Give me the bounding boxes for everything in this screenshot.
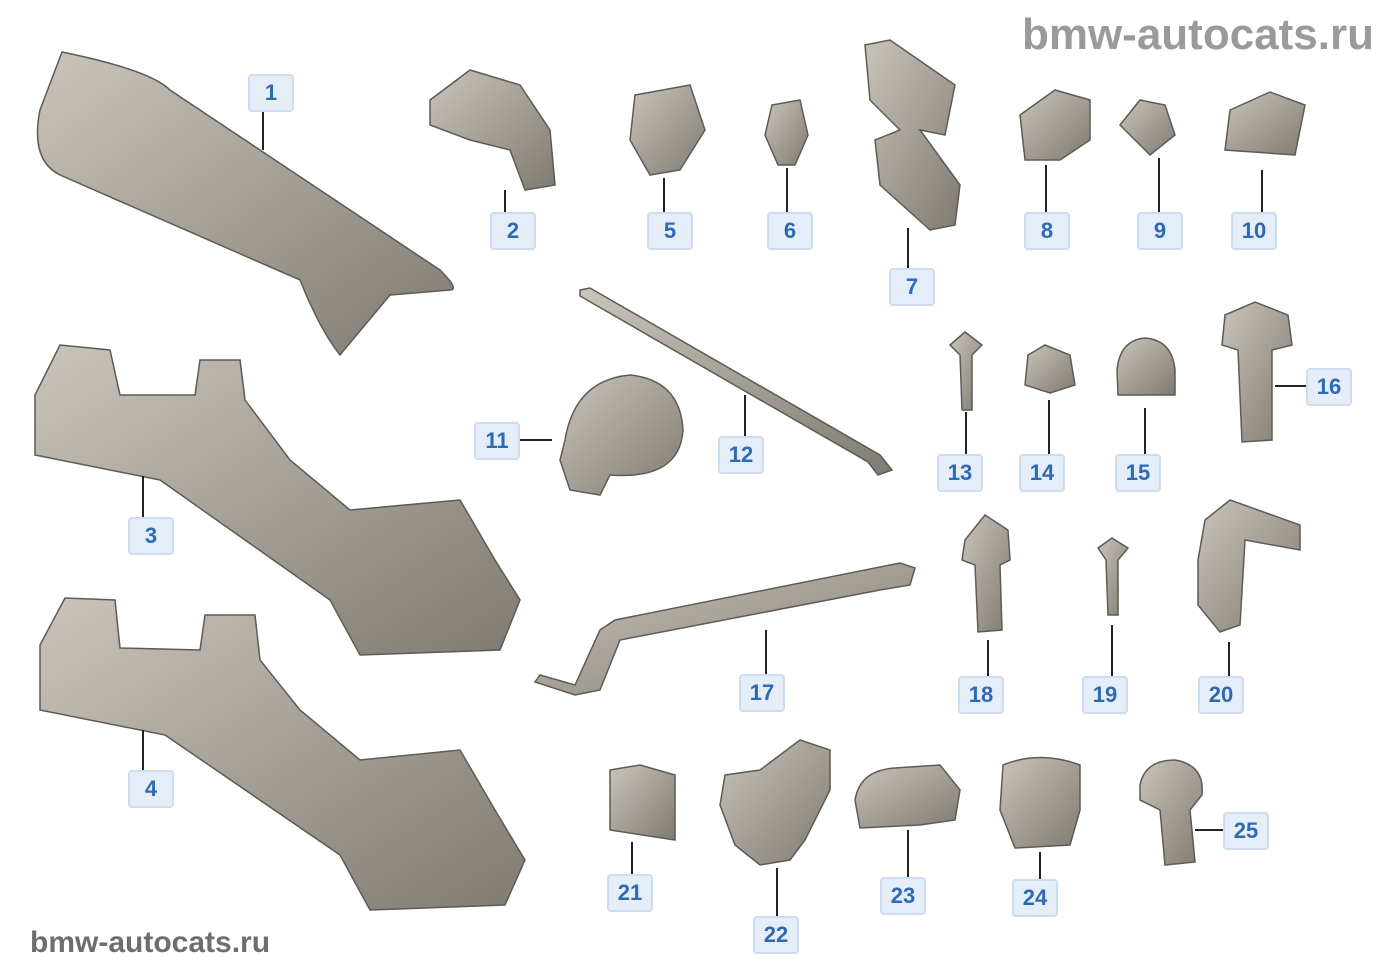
callout-6[interactable]: 6 (767, 212, 813, 250)
callout-4[interactable]: 4 (128, 770, 174, 808)
part-6-rivet (764, 99, 809, 166)
callout-15[interactable]: 15 (1115, 454, 1161, 492)
part-24-nut (999, 756, 1081, 849)
part-22-clip (719, 739, 831, 866)
part-16-bolt (1221, 301, 1293, 443)
part-5-clip (629, 84, 706, 176)
part-17-strap (533, 562, 916, 696)
callout-2[interactable]: 2 (490, 212, 536, 250)
part-9-clip (1118, 99, 1176, 157)
callout-9[interactable]: 9 (1137, 212, 1183, 250)
callout-10[interactable]: 10 (1231, 212, 1277, 250)
part-2-clip (429, 69, 556, 191)
part-14-nut (1024, 344, 1076, 394)
callout-3[interactable]: 3 (128, 517, 174, 555)
callout-22[interactable]: 22 (753, 916, 799, 954)
part-11-clamp (559, 374, 684, 496)
callout-19[interactable]: 19 (1082, 676, 1128, 714)
part-4-bracket (39, 597, 526, 911)
callout-11[interactable]: 11 (474, 422, 520, 460)
part-20-bracket (1197, 499, 1301, 633)
callout-13[interactable]: 13 (937, 454, 983, 492)
part-8-clip (1019, 89, 1091, 161)
callout-8[interactable]: 8 (1024, 212, 1070, 250)
part-18-bolt (961, 513, 1011, 633)
callout-7[interactable]: 7 (889, 268, 935, 306)
callout-5[interactable]: 5 (647, 212, 693, 250)
part-12-cable-tie (579, 287, 894, 476)
part-19-screw (1096, 537, 1130, 616)
callout-25[interactable]: 25 (1223, 812, 1269, 850)
part-21-clip (609, 764, 676, 841)
callout-21[interactable]: 21 (607, 874, 653, 912)
callout-18[interactable]: 18 (958, 676, 1004, 714)
part-23-cap (854, 764, 961, 829)
callout-24[interactable]: 24 (1012, 879, 1058, 917)
leader-lines (142, 110, 1306, 916)
callout-16[interactable]: 16 (1306, 368, 1352, 406)
part-7-clamp (864, 39, 961, 231)
part-25-bolt (1139, 759, 1203, 866)
callout-20[interactable]: 20 (1198, 676, 1244, 714)
callout-1[interactable]: 1 (248, 74, 294, 112)
part-13-screw (948, 331, 984, 411)
callout-17[interactable]: 17 (739, 674, 785, 712)
watermark-bottom: bmw-autocats.ru (30, 926, 271, 959)
callout-12[interactable]: 12 (718, 436, 764, 474)
part-15-cap-nut (1116, 337, 1176, 396)
callout-23[interactable]: 23 (880, 877, 926, 915)
callout-14[interactable]: 14 (1019, 454, 1065, 492)
part-1-duct (36, 51, 455, 357)
part-3-bracket (34, 344, 521, 656)
part-10-clip (1224, 91, 1306, 156)
watermark-top: bmw-autocats.ru (1021, 10, 1374, 59)
